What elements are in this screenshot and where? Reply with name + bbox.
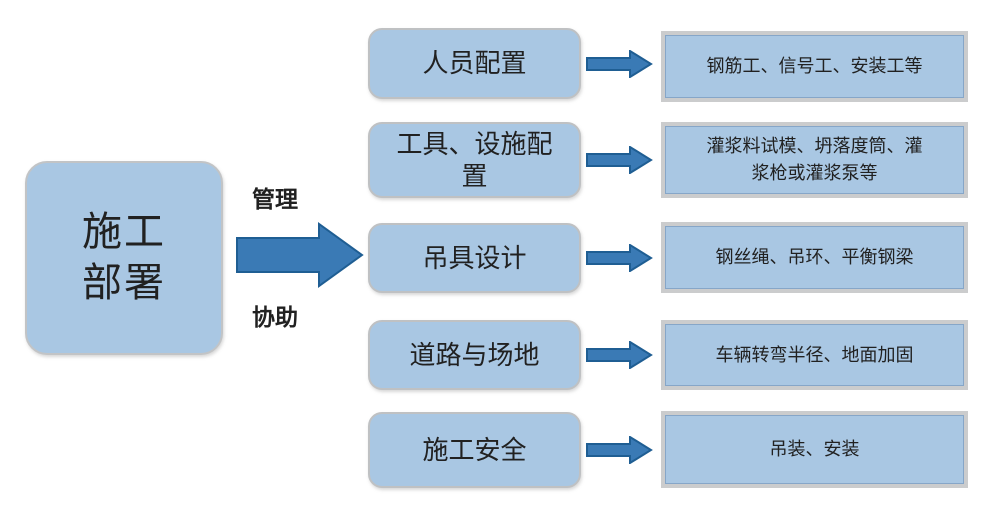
detail-node-grouting-equipment: 灌浆料试模、坍落度筒、灌浆枪或灌浆泵等 bbox=[661, 122, 968, 198]
main-arrow-top-label: 管理 bbox=[252, 186, 298, 212]
detail-label: 钢丝绳、吊环、平衡钢梁 bbox=[715, 247, 914, 267]
row-arrow-icon bbox=[586, 341, 653, 369]
root-node-label-line2: 部署 bbox=[82, 261, 166, 305]
category-label: 人员配置 bbox=[422, 48, 527, 79]
row-arrow-icon bbox=[586, 244, 653, 272]
detail-node-vehicle-ground: 车辆转弯半径、地面加固 bbox=[661, 320, 968, 390]
main-arrow-bottom-label: 协助 bbox=[252, 304, 298, 330]
detail-node-workers: 钢筋工、信号工、安装工等 bbox=[661, 31, 968, 102]
row-arrow-icon bbox=[586, 436, 653, 464]
row-arrow-icon bbox=[586, 146, 653, 174]
category-label: 施工安全 bbox=[422, 434, 527, 465]
detail-label: 钢筋工、信号工、安装工等 bbox=[706, 56, 923, 76]
category-label: 道路与场地 bbox=[409, 339, 540, 370]
detail-node-hoisting-installation: 吊装、安装 bbox=[661, 411, 968, 488]
category-node-construction-safety: 施工安全 bbox=[368, 412, 581, 488]
detail-node-rigging-items: 钢丝绳、吊环、平衡钢梁 bbox=[661, 222, 968, 293]
main-flow-arrow-icon bbox=[236, 222, 364, 288]
category-node-personnel: 人员配置 bbox=[368, 28, 581, 99]
root-node-label-line1: 施工 bbox=[82, 209, 166, 254]
category-label: 吊具设计 bbox=[422, 242, 527, 273]
root-node-construction-deployment: 施工 部署 bbox=[25, 161, 223, 355]
detail-label: 车辆转弯半径、地面加固 bbox=[715, 344, 914, 365]
category-node-roads-site: 道路与场地 bbox=[368, 320, 581, 390]
category-node-tools-facilities: 工具、设施配置 bbox=[368, 122, 581, 198]
category-node-rigging-design: 吊具设计 bbox=[368, 223, 581, 293]
detail-label: 吊装、安装 bbox=[769, 439, 860, 459]
category-label: 工具、设施配置 bbox=[396, 128, 553, 192]
row-arrow-icon bbox=[586, 50, 653, 78]
detail-label: 灌浆料试模、坍落度筒、灌浆枪或灌浆泵等 bbox=[706, 136, 923, 183]
